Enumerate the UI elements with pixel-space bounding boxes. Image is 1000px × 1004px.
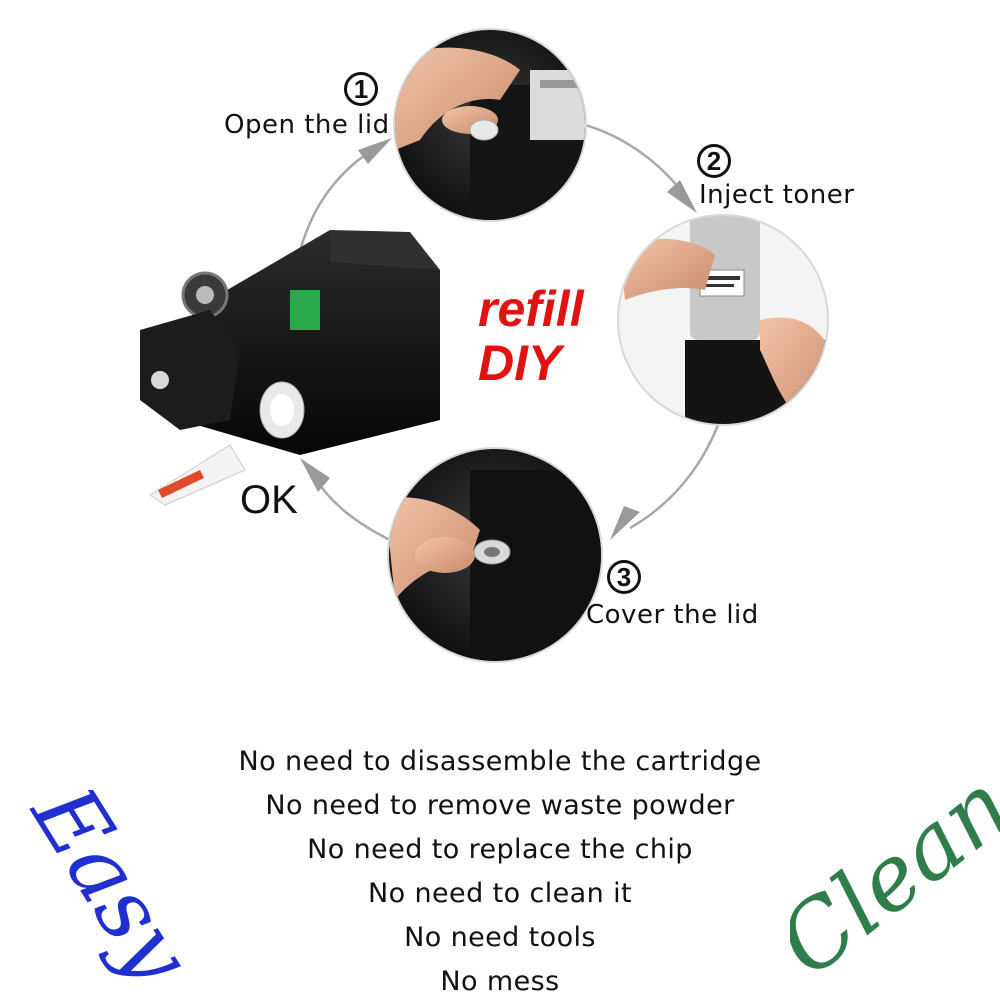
benefit-item: No need to replace the chip [307, 834, 693, 865]
clean-word-text: Clean [790, 760, 1000, 990]
refill-text: refill [478, 281, 584, 337]
step2-photo [617, 214, 829, 426]
ok-label: OK [240, 478, 298, 522]
toner-cartridge-photo [140, 230, 440, 506]
easy-script-word: Easy [20, 790, 212, 990]
benefit-item: No need to remove waste powder [265, 790, 735, 821]
benefit-item: No need tools [404, 922, 596, 953]
step-number-1: 1 [344, 72, 378, 106]
step-number-3: 3 [607, 560, 641, 594]
step-label-cover-lid: Cover the lid [586, 600, 759, 630]
step-number-2: 2 [697, 144, 731, 178]
arrow-head-icon [667, 180, 697, 213]
benefit-item: No need to clean it [368, 878, 632, 909]
benefits-list: No need to disassemble the cartridge No … [0, 740, 1000, 1004]
step-label-inject-toner: Inject toner [699, 180, 855, 210]
easy-word-text: Easy [20, 790, 212, 990]
clean-script-word: Clean [790, 760, 1000, 990]
arrow-head-icon [358, 138, 392, 164]
step1-photo [393, 28, 587, 222]
arrow-head-icon [610, 506, 640, 540]
arrow-head-icon [300, 458, 330, 492]
benefit-item: No need to disassemble the cartridge [238, 746, 762, 777]
step3-photo [387, 447, 603, 663]
benefit-item: No mess [440, 966, 560, 997]
arc-step2-to-step3 [629, 424, 720, 530]
refill-diy-title: refill DIY [478, 284, 584, 388]
arrow-heads [300, 138, 697, 540]
step-label-open-lid: Open the lid [224, 110, 390, 140]
diy-text: DIY [478, 335, 562, 391]
